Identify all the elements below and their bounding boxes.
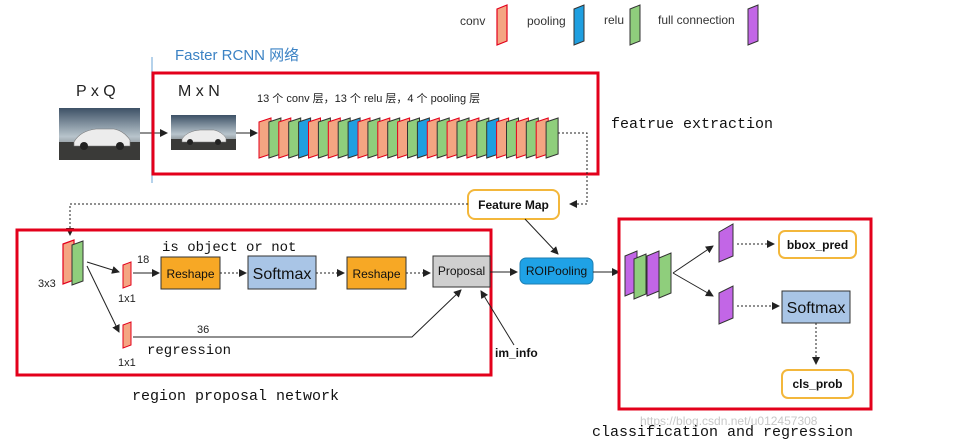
bbox-fc-layer — [718, 223, 734, 263]
feature-extraction-label: featrue extraction — [611, 116, 773, 133]
classification-frame — [617, 217, 873, 411]
rpn-section-label: region proposal network — [132, 388, 339, 405]
reshape-1-box — [160, 256, 221, 290]
rpn-cls-1x1-label: 1x1 — [118, 293, 136, 305]
arrow-reg-to-proposal — [133, 289, 462, 338]
pxq-label: P x Q — [76, 83, 116, 100]
watermark: https://blog.csdn.net/u012457308 — [640, 414, 818, 428]
proposal-label: Proposal — [438, 264, 485, 278]
layers-note: 13 个 conv 层，13 个 relu 层，4 个 pooling 层 — [257, 92, 480, 105]
backbone-layer-stack — [258, 117, 559, 159]
is-object-label: is object or not — [162, 240, 296, 256]
im-info-label: im_info — [495, 346, 538, 360]
arrow-feature-map-to-roipooling — [524, 218, 559, 255]
arrow-backbone-to-feature-map — [558, 132, 588, 208]
legend-conv-label: conv — [460, 14, 485, 28]
reshape-2-box — [346, 256, 407, 290]
mxn-label: M x N — [178, 83, 220, 100]
legend-relu-label: relu — [604, 13, 624, 27]
rpn-conv3x3-label: 3x3 — [38, 278, 56, 290]
cls-softmax-box — [781, 290, 851, 324]
rpn-reg-1x1-label: 1x1 — [118, 357, 136, 369]
feature-map-label: Feature Map — [478, 198, 549, 212]
cls-prob-box — [781, 369, 854, 399]
reshape-1-label: Reshape — [166, 267, 214, 281]
faster-rcnn-title: Faster RCNN 网络 — [175, 47, 299, 64]
rpn-cls-conv1x1 — [122, 261, 132, 289]
rpn-relu-layer — [71, 240, 84, 286]
legend-fc-swatch — [747, 4, 759, 46]
backbone-relu-layer — [545, 117, 559, 159]
legend-pooling-swatch — [573, 4, 585, 46]
classification-section-label: classification and regression — [592, 424, 853, 440]
arrow-fc-to-cls-fc — [672, 272, 714, 297]
bbox-pred-box — [778, 230, 857, 259]
classifier-fc-stack — [624, 250, 672, 300]
feature-extraction-frame — [151, 71, 600, 176]
arrow-feature-map-to-rpn — [66, 203, 468, 236]
legend-pooling-label: pooling — [527, 14, 566, 28]
legend-conv-swatch — [496, 4, 508, 46]
arrow-rpn-to-cls-conv — [86, 261, 120, 274]
cls-fc-layer — [718, 285, 734, 325]
roipooling-box — [519, 257, 594, 285]
arrow-im-info-to-proposal — [480, 290, 515, 346]
arrow-fc-to-bbox-fc — [672, 245, 714, 274]
rpn-reg-conv1x1 — [122, 321, 132, 349]
legend: conv pooling relu full connection — [460, 4, 759, 46]
reg-channels-36: 36 — [197, 324, 209, 336]
arrow-rpn-to-reg-conv — [86, 265, 120, 333]
resized-image — [171, 115, 236, 150]
rpn-frame — [15, 228, 493, 377]
reshape-2-label: Reshape — [352, 267, 400, 281]
input-image — [59, 108, 140, 160]
legend-full-connection-label: full connection — [658, 13, 735, 27]
legend-relu-swatch — [629, 4, 641, 46]
regression-label: regression — [147, 343, 231, 359]
cls-channels-18: 18 — [137, 254, 149, 266]
bbox-pred-label: bbox_pred — [787, 238, 848, 252]
roipooling-label: ROIPooling — [526, 264, 587, 278]
cls-prob-label: cls_prob — [792, 377, 842, 391]
rpn-softmax-label: Softmax — [253, 266, 312, 283]
cls-softmax-label: Softmax — [787, 300, 846, 317]
rpn-softmax-box — [247, 255, 317, 290]
proposal-box — [432, 255, 491, 288]
